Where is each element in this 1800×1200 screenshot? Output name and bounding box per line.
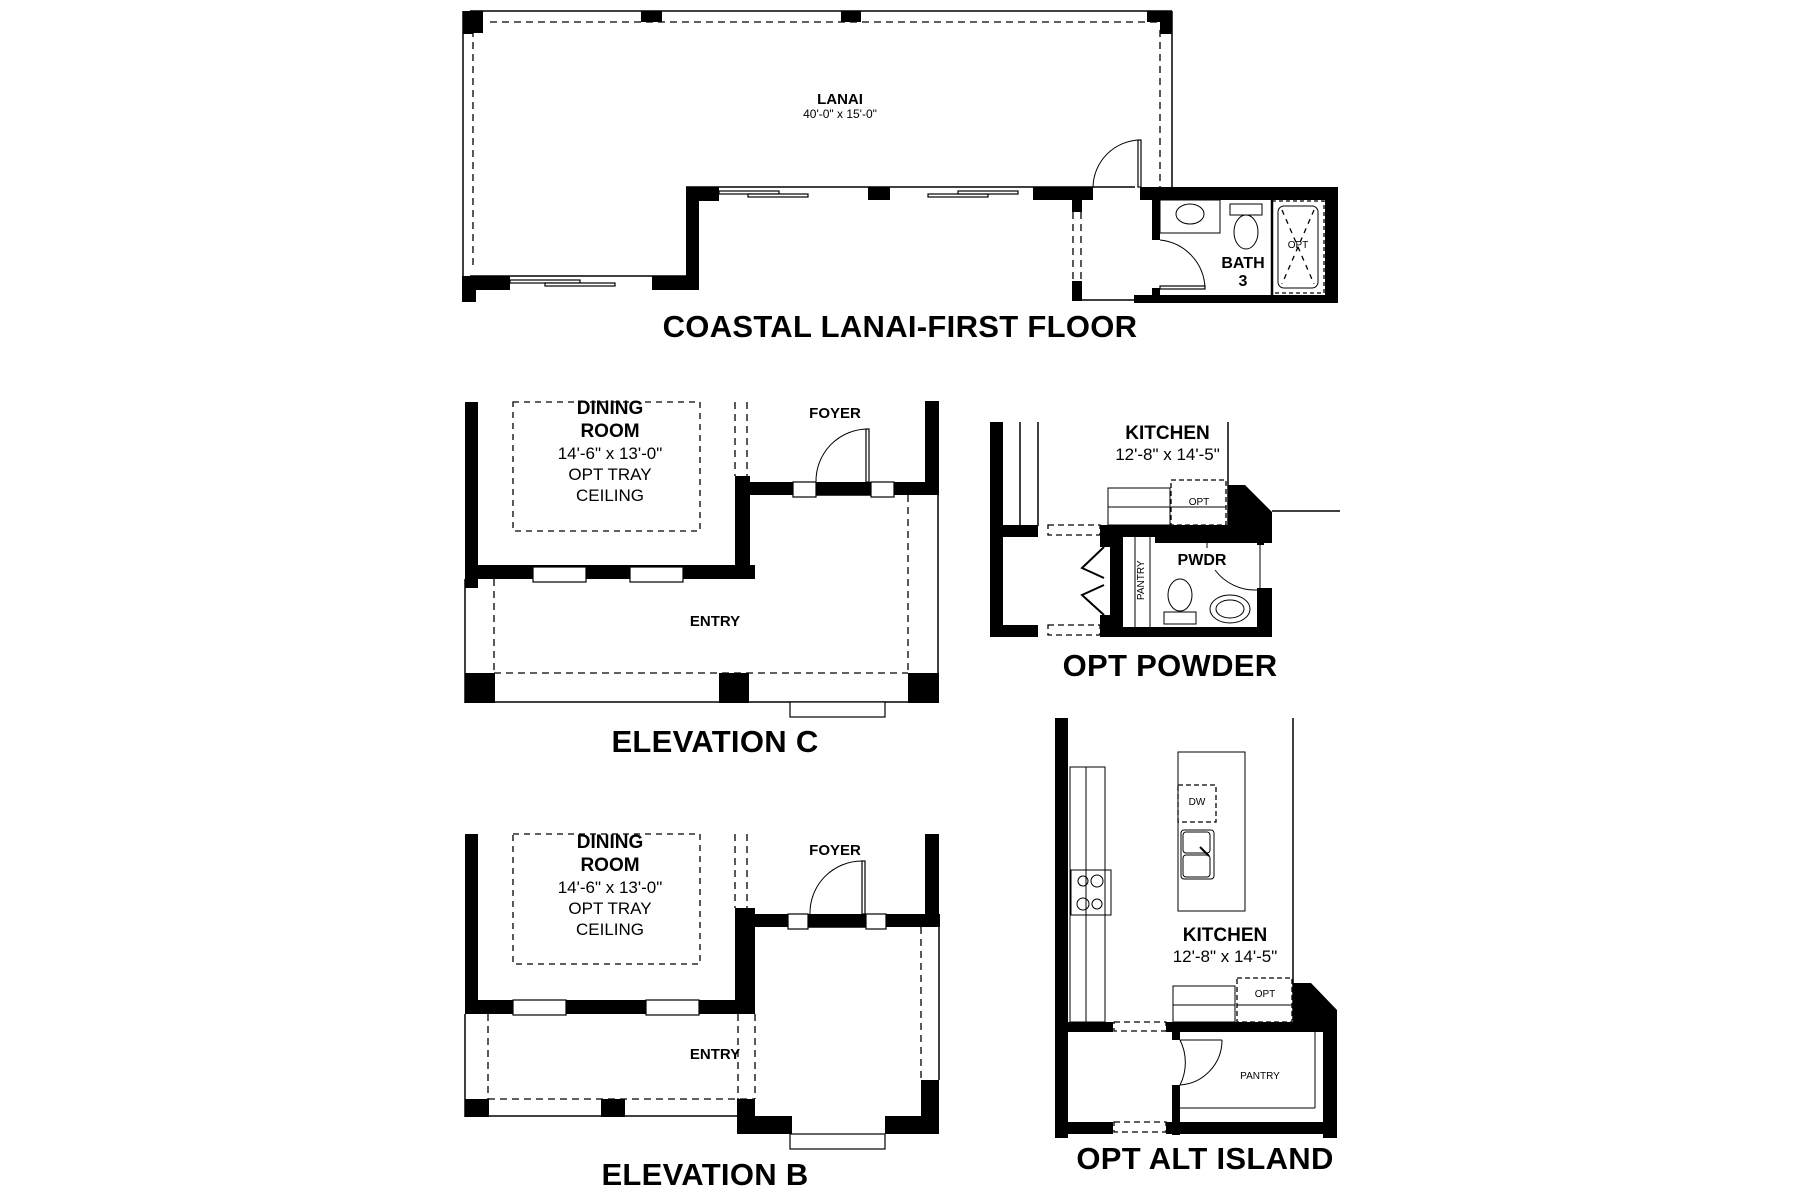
opt-alt-island-plan <box>1055 718 1337 1138</box>
elev-b-dining-name-line2: ROOM <box>580 855 640 876</box>
elev-b-dining-note-line2: CEILING <box>575 920 645 939</box>
elev-c-dining-name-line1: DINING <box>576 398 644 419</box>
section-title-elevation-b: ELEVATION B <box>601 1157 809 1192</box>
elev-c-dining-name-line2: ROOM <box>580 421 640 442</box>
bath3-name-line2: 3 <box>1238 273 1248 290</box>
elev-c-dining-dimensions: 14'-6" x 13'-0" <box>557 444 663 463</box>
elev-b-dining-note-line1: OPT TRAY <box>568 899 652 918</box>
elev-b-foyer-name: FOYER <box>809 842 861 859</box>
elev-c-foyer-name: FOYER <box>809 405 861 422</box>
section-title-coastal-lanai: COASTAL LANAI-FIRST FLOOR <box>662 309 1138 344</box>
island-kitchen-dimensions: 12'-8" x 14'-5" <box>1172 947 1278 966</box>
elevation-b-plan <box>464 833 940 1150</box>
island-kitchen-name: KITCHEN <box>1182 925 1268 946</box>
bath3-tub-opt-label: OPT <box>1287 240 1309 251</box>
section-title-opt-powder: OPT POWDER <box>1062 648 1278 683</box>
bath3-name-line1: BATH <box>1221 255 1265 272</box>
island-kitchen-opt-label: OPT <box>1254 989 1276 1000</box>
section-title-elevation-c: ELEVATION C <box>611 724 819 759</box>
powder-kitchen-name: KITCHEN <box>1125 423 1210 444</box>
opt-powder-plan <box>990 422 1340 637</box>
elev-c-dining-note-line2: CEILING <box>575 486 645 505</box>
powder-kitchen-opt-label: OPT <box>1188 497 1210 508</box>
lanai-room-name: LANAI <box>817 91 863 108</box>
section-title-opt-alt-island: OPT ALT ISLAND <box>1076 1141 1334 1176</box>
elev-b-dining-name-line1: DINING <box>576 832 644 853</box>
lanai-plan <box>462 10 1338 303</box>
elev-c-dining-note-line1: OPT TRAY <box>568 465 652 484</box>
elev-b-entry-name: ENTRY <box>689 1046 741 1063</box>
elev-c-entry-name: ENTRY <box>689 613 741 630</box>
island-pantry-label: PANTRY <box>1240 1071 1280 1082</box>
elevation-c-plan <box>464 401 939 718</box>
powder-kitchen-dimensions: 12'-8" x 14'-5" <box>1115 445 1220 464</box>
elev-b-dining-dimensions: 14'-6" x 13'-0" <box>557 878 663 897</box>
powder-room-name: PWDR <box>1177 552 1227 569</box>
powder-pantry-label: PANTRY <box>1135 560 1147 601</box>
lanai-room-dimensions: 40'-0" x 15'-0" <box>803 107 877 121</box>
island-dishwasher-label: DW <box>1188 797 1206 808</box>
